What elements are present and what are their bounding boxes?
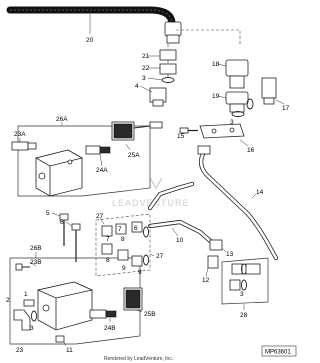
callout-2: 2	[6, 297, 10, 304]
fitting-22	[148, 63, 177, 75]
solenoid-25B	[123, 287, 143, 313]
fitting-28-a	[231, 263, 261, 275]
fitting-1	[23, 299, 35, 307]
callout-3-right: 3	[230, 119, 234, 126]
fitting-4	[139, 85, 167, 107]
callout-18: 18	[212, 61, 220, 68]
fitting-24A	[85, 145, 111, 167]
callout-9-a: 9	[122, 265, 126, 272]
fitting-group-center	[95, 213, 155, 277]
fitting-11	[55, 335, 67, 347]
coupler-19	[217, 91, 249, 113]
callout-13: 13	[226, 251, 234, 258]
callout-1: 1	[24, 291, 28, 298]
callout-7-b: 7	[118, 226, 122, 233]
callout-26B: 26B	[30, 245, 42, 252]
callout-19: 19	[212, 93, 220, 100]
callout-6-b: 6	[134, 225, 138, 232]
hose-assembly-20	[6, 6, 182, 44]
bolt-6	[65, 221, 81, 262]
callout-27-b: 27	[156, 253, 164, 260]
plug-25A-oring	[149, 121, 163, 129]
bolt-5	[51, 212, 69, 246]
tube-10	[147, 181, 219, 249]
callout-labels: 20 21 22 3 4 18 19 3 17 15 16 14 26A 23A…	[6, 37, 290, 354]
fitting-23B	[15, 261, 37, 271]
callout-10: 10	[176, 237, 184, 244]
callout-15: 15	[177, 133, 185, 140]
callout-25A: 25A	[128, 152, 140, 159]
callout-3-top: 3	[142, 75, 146, 82]
callout-23A: 23A	[14, 131, 26, 138]
callout-24B: 24B	[104, 325, 116, 332]
fitting-17	[261, 77, 285, 105]
callout-22: 22	[142, 65, 150, 72]
callout-26A: 26A	[56, 116, 68, 123]
callout-16: 16	[247, 147, 255, 154]
parts-diagram-page: LEADVENTURE	[6, 6, 297, 362]
fitting-23A	[11, 138, 37, 151]
fitting-12	[205, 255, 219, 277]
callout-5: 5	[46, 210, 50, 217]
group-28-box	[221, 257, 269, 310]
callout-12: 12	[202, 277, 210, 284]
watermark-text: LEADVENTURE	[112, 198, 190, 208]
bracket-16	[199, 123, 249, 147]
callout-7-a: 7	[106, 236, 110, 243]
coupler-18	[217, 59, 249, 89]
watermark: LEADVENTURE	[112, 177, 190, 208]
callout-27-top: 27	[96, 213, 104, 220]
callout-24A: 24A	[96, 167, 108, 174]
bolt-15	[179, 127, 198, 134]
callout-6: 6	[60, 219, 64, 226]
callout-17: 17	[282, 105, 290, 112]
callout-23B: 23B	[30, 259, 42, 266]
callout-20: 20	[86, 37, 94, 44]
figure-ref: MP63601	[265, 350, 291, 356]
callout-8-b: 8	[106, 257, 110, 264]
fitting-28-b	[229, 279, 247, 291]
callout-21: 21	[142, 53, 150, 60]
callout-23: 23	[16, 347, 24, 354]
callout-8: 8	[121, 236, 125, 243]
oring-3-right2	[246, 98, 254, 110]
oring-3-right	[231, 111, 245, 117]
footer-credit: Rendered by LeadVenture, Inc.	[104, 356, 173, 362]
callout-3-left: 3	[30, 325, 34, 332]
tube-14	[197, 145, 279, 261]
exploded-parts-diagram: LEADVENTURE	[6, 6, 297, 362]
callout-14: 14	[256, 189, 264, 196]
fitting-24B	[89, 309, 117, 322]
oring-3-top	[147, 77, 175, 83]
callout-9-b: 9	[138, 269, 142, 276]
callout-28: 28	[240, 312, 248, 319]
valve-block-26A	[34, 149, 84, 197]
solenoid-25A	[111, 121, 151, 151]
callout-25B: 25B	[144, 311, 156, 318]
callout-4: 4	[135, 83, 139, 90]
callout-3-lowright: 3	[240, 291, 244, 298]
fitting-21	[148, 49, 177, 61]
figure-ref-box	[261, 345, 297, 357]
elbow-2	[13, 309, 31, 331]
callout-11: 11	[66, 347, 73, 354]
fitting-13	[209, 239, 227, 253]
oring-3-left	[31, 310, 37, 322]
valve-block-26B	[36, 281, 94, 331]
